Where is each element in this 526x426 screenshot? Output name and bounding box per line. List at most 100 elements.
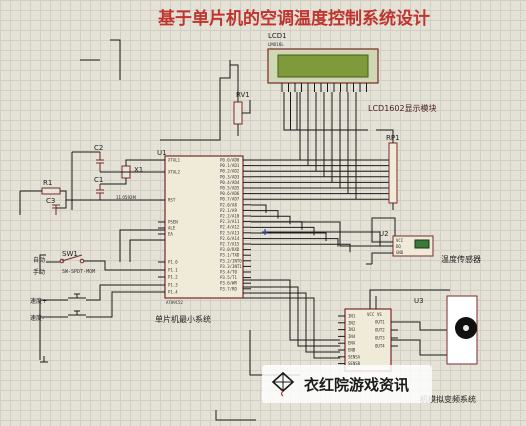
c3-capacitor	[52, 204, 60, 215]
reset-c3: C3	[46, 197, 55, 205]
motor-control-wires	[243, 279, 340, 359]
u1-right-pin-label: P2.4/A12	[220, 225, 240, 230]
watermark-text: 衣红院游戏资讯	[304, 375, 410, 394]
u1-left-pin-label: P1.1	[168, 268, 178, 273]
rv1-body	[233, 101, 243, 125]
u1-left-pin-label: P1.0	[168, 260, 178, 265]
u1-right-pin-label: P2.2/A10	[220, 214, 240, 219]
u1-right-pin-label: P0.0/AD0	[220, 158, 240, 163]
p2-bus-line	[251, 232, 327, 241]
u2-pin-dq: DQ	[396, 244, 401, 249]
u1-right-pin-label: P0.1/AD1	[220, 163, 240, 168]
sw1-part: SW-SPDT-MOM	[62, 269, 95, 275]
resistor-pack-rp1: RP1	[376, 129, 400, 210]
schematic-title: 基于单片机的空调温度控制系统设计	[157, 8, 430, 29]
lcd-power-wire	[160, 60, 231, 141]
reset-circuit: R1 C3	[19, 179, 160, 215]
u3-left-pin-label: IN1	[348, 314, 356, 319]
u2-ref: U2	[379, 230, 389, 238]
p2-bus-line	[251, 221, 303, 230]
lcd-pins	[281, 83, 367, 92]
u1-right-pin-label: P3.3/INT1	[220, 264, 242, 269]
u1-caption: 单片机最小系统	[155, 314, 211, 324]
reset-r1: R1	[43, 179, 52, 187]
sw1-manual-label: 手动	[33, 268, 45, 276]
potentiometer-rv1: RV1	[229, 60, 251, 136]
rp1-body	[388, 142, 398, 204]
c1-capacitor	[96, 184, 104, 200]
u1-right-pin-label: P3.1/TXD	[220, 253, 240, 258]
u1-right-pin-label: P2.1/A9	[220, 208, 237, 213]
u1-left-pins: XTAL1XTAL2RSTPSENALEEAP1.0P1.1P1.2P1.3P1…	[158, 158, 181, 295]
u3-left-pin-label: ENB	[348, 348, 356, 353]
u3-right-pin-label: OUT3	[375, 336, 385, 341]
u1-left-pin-label: XTAL2	[168, 170, 181, 175]
motor-driver-u3: U3 IN1IN2IN3IN4ENAENBSENSASENSBOUT1OUT2O…	[338, 289, 478, 404]
lcd-control-line	[290, 92, 364, 131]
osc-x1: X1	[134, 166, 143, 174]
u1-right-pin-label: P2.6/A14	[220, 236, 240, 241]
u1-right-pins: P0.0/AD0P0.1/AD1P0.2/AD2P0.3/AD3P0.4/AD4…	[220, 158, 251, 291]
c2-capacitor	[96, 152, 104, 172]
u3-right-pin-label: OUT1	[375, 320, 385, 325]
u1-left-pin-label: P1.3	[168, 283, 178, 288]
u1-ref: U1	[157, 149, 167, 157]
mcu-u1: U1 XTAL1XTAL2RSTPSENALEEAP1.0P1.1P1.2P1.…	[155, 149, 251, 324]
u2-display	[414, 239, 430, 249]
temperature-sensor-u2: U2 VCC DQ GND 温度传感器	[266, 217, 481, 265]
u1-right-pin-label: P2.7/A15	[220, 242, 240, 247]
cursor-marker	[262, 229, 268, 235]
u3-ref: U3	[414, 297, 424, 305]
osc-freq: 11.0592M	[116, 195, 137, 200]
speed-minus-button	[46, 291, 165, 318]
mode-switch-sw1: SW1 SW-SPDT-MOM 自动 手动	[33, 250, 165, 276]
u3-left-pin-label: IN3	[348, 327, 356, 332]
u1-right-pin-label: P0.5/AD5	[220, 186, 240, 191]
u2-pin-vcc: VCC	[396, 238, 404, 243]
u1-right-pin-label: P0.6/AD6	[220, 191, 240, 196]
r1-resistor	[41, 187, 61, 195]
p2-bus-line	[251, 238, 339, 247]
rv1-ref: RV1	[236, 91, 250, 99]
p2-bus-line	[251, 226, 315, 236]
u1-left-pin-label: P1.2	[168, 275, 178, 280]
u3-left-pin-label: IN2	[348, 320, 356, 325]
u1-right-pin-label: P0.3/AD3	[220, 174, 240, 179]
u2-caption: 温度传感器	[441, 254, 481, 264]
u3-left-pin-label: ENA	[348, 341, 356, 346]
u1-right-pin-label: P3.0/RXD	[220, 247, 240, 252]
osc-c1: C1	[94, 176, 103, 184]
u1-left-pin-label: RST	[168, 198, 176, 203]
u1-part: AT89C52	[166, 300, 183, 305]
lcd-control-line	[296, 92, 368, 131]
data-bus-wires	[251, 92, 389, 253]
u1-body	[164, 155, 244, 299]
u1-left-pin-label: PSEN	[168, 220, 178, 225]
u3-body	[344, 308, 392, 372]
u3-left-pin-label: SENSB	[348, 361, 361, 366]
kite-icon	[271, 371, 295, 397]
p2-bus-line	[251, 243, 351, 253]
lcd-part: LM016L	[268, 42, 284, 47]
speed-buttons: 速度+ 速度-	[30, 284, 165, 360]
watermark: 衣红院游戏资讯	[262, 365, 432, 403]
u1-right-pin-label: P3.2/INT0	[220, 258, 242, 263]
ground-symbol	[40, 356, 48, 363]
u3-left-pin-label: SENSA	[348, 354, 361, 359]
u3-right-pin-label: OUT4	[375, 344, 385, 349]
u2-pin-gnd: GND	[396, 250, 404, 255]
u3-caption: 机模拟变频系统	[420, 394, 476, 404]
u1-right-pin-label: P3.5/T1	[220, 275, 237, 280]
lcd-control-line	[283, 92, 360, 131]
u1-left-pin-label: XTAL1	[168, 158, 181, 163]
u1-right-pin-label: P0.7/AD7	[220, 197, 240, 202]
sw1-auto-label: 自动	[33, 256, 45, 264]
u1-right-pin-label: P0.4/AD4	[220, 180, 240, 185]
u3-pins: IN1IN2IN3IN4ENAENBSENSASENSBOUT1OUT2OUT3…	[338, 312, 398, 366]
speed-plus-label: 速度+	[30, 297, 47, 305]
p2-bus-line	[251, 210, 279, 219]
lcd-ref: LCD1	[268, 32, 287, 40]
u3-top-pin-label: VCC	[367, 312, 375, 317]
u3-right-pin-label: OUT2	[375, 328, 385, 333]
